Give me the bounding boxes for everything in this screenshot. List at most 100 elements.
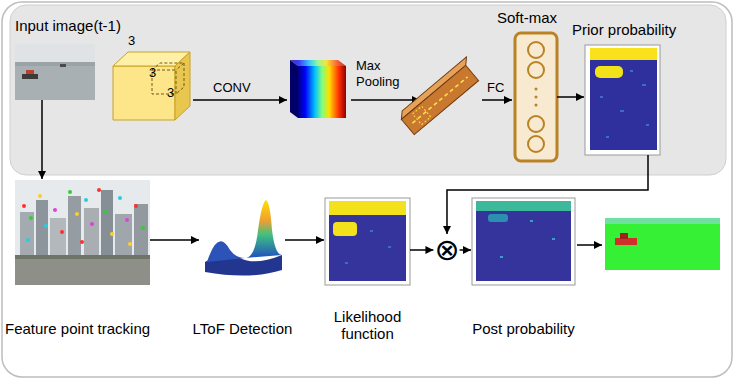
ltof-plot: LToF Detection <box>200 195 285 280</box>
tracking-photo <box>104 210 108 214</box>
flow-arrow <box>41 100 43 179</box>
post-map <box>476 201 571 281</box>
kernel-size: 3 <box>167 86 174 101</box>
tracking-image: Feature point tracking <box>15 180 150 285</box>
softmax-layer <box>515 33 557 161</box>
prior-heatmap <box>600 96 603 98</box>
conv-kernel: 333 <box>113 34 190 120</box>
softmax-layer <box>528 42 544 58</box>
tracking-photo <box>125 218 129 222</box>
likelihood-map <box>333 222 357 236</box>
feature-map-block <box>290 60 346 118</box>
segmentation-result <box>605 218 720 270</box>
likelihood-map: Likelihood function <box>325 198 410 285</box>
tracking-photo <box>75 212 79 216</box>
tracking-photo <box>53 208 57 212</box>
flow-arrow <box>285 239 324 241</box>
tracking-photo <box>84 198 88 202</box>
input-photo <box>26 70 34 74</box>
tracking-photo <box>20 212 34 257</box>
post-map: Post probability <box>472 198 575 285</box>
input-photo <box>22 74 38 79</box>
softmax-layer <box>528 136 544 152</box>
softmax-layer <box>535 96 538 99</box>
conv-kernel-cube <box>176 63 184 94</box>
tracking-photo <box>29 216 33 220</box>
tracking-photo <box>22 204 26 208</box>
tracking-photo <box>15 180 150 285</box>
softmax-layer <box>515 33 557 161</box>
conv-kernel-cube <box>152 63 184 70</box>
prior-heatmap <box>646 124 649 126</box>
likelihood-map <box>329 201 406 281</box>
tracking-photo <box>118 196 122 200</box>
prior-heatmap <box>590 48 657 150</box>
input-photo <box>15 62 95 66</box>
ltof-surface <box>200 195 285 280</box>
likelihood-map <box>345 262 348 264</box>
result-arrow <box>577 244 602 246</box>
input-image: Input image(t-1) <box>15 44 95 100</box>
prior-heatmap <box>595 66 623 78</box>
node-caption: Post probability <box>472 320 575 337</box>
segmentation-result <box>620 233 628 239</box>
conv-arrow <box>193 99 287 101</box>
segmentation-result <box>605 218 720 270</box>
multiply-operator: ⊗ <box>434 235 459 265</box>
pooling-bar <box>413 106 431 124</box>
tracking-photo <box>15 259 150 285</box>
tracking-photo <box>110 232 114 236</box>
likelihood-map <box>325 198 410 285</box>
pooling-arrow <box>351 99 420 101</box>
post-map <box>500 256 503 258</box>
softmax-layer <box>528 116 544 132</box>
flow-arrow <box>557 96 584 98</box>
kernel-size: 3 <box>149 66 156 81</box>
flow-arrow <box>447 155 648 234</box>
prior-map: Prior probability <box>585 45 660 155</box>
node-caption: LToF Detection <box>193 320 293 337</box>
pooling-bar <box>412 77 467 123</box>
cnn-band <box>10 5 726 175</box>
softmax-layer: Soft-max <box>515 33 557 161</box>
tracking-photo <box>15 180 150 285</box>
softmax-layer <box>535 88 538 91</box>
fc-arrow <box>482 99 512 101</box>
post-map <box>552 238 555 240</box>
tracking-photo <box>26 238 30 242</box>
tracking-photo <box>134 204 148 257</box>
prior-heatmap <box>620 110 624 112</box>
tracking-photo <box>68 196 81 257</box>
likelihood-map <box>388 246 391 248</box>
feature-map-block <box>298 66 346 118</box>
tracking-photo <box>90 222 94 226</box>
prior-heatmap <box>630 70 633 72</box>
node-caption: Soft-max <box>497 9 557 26</box>
post-map <box>488 214 508 222</box>
tracking-photo <box>15 255 150 259</box>
pooling-bar <box>401 65 478 134</box>
prior-heatmap <box>590 48 657 60</box>
tracking-photo <box>50 218 66 257</box>
conv-kernel-cube <box>175 52 190 120</box>
ltof-surface <box>200 195 285 280</box>
ltof-surface <box>207 241 245 262</box>
likelihood-map <box>325 198 410 285</box>
segmentation-result <box>615 238 637 245</box>
tracking-photo <box>134 204 138 208</box>
feature-map-block <box>290 60 298 118</box>
tracking-photo <box>101 190 113 257</box>
input-photo <box>15 66 95 100</box>
tracking-photo <box>84 208 99 257</box>
operator-symbol: ⊗ <box>434 235 459 265</box>
layer-label: Max Pooling <box>356 58 408 89</box>
flow-arrow <box>410 249 433 251</box>
input-photo <box>15 44 95 100</box>
layer-label: CONV <box>213 80 251 96</box>
tracking-photo <box>36 200 48 257</box>
likelihood-map <box>329 201 406 215</box>
pooling-bar <box>398 57 484 135</box>
tracking-photo <box>68 190 72 194</box>
softmax-layer <box>535 104 538 107</box>
